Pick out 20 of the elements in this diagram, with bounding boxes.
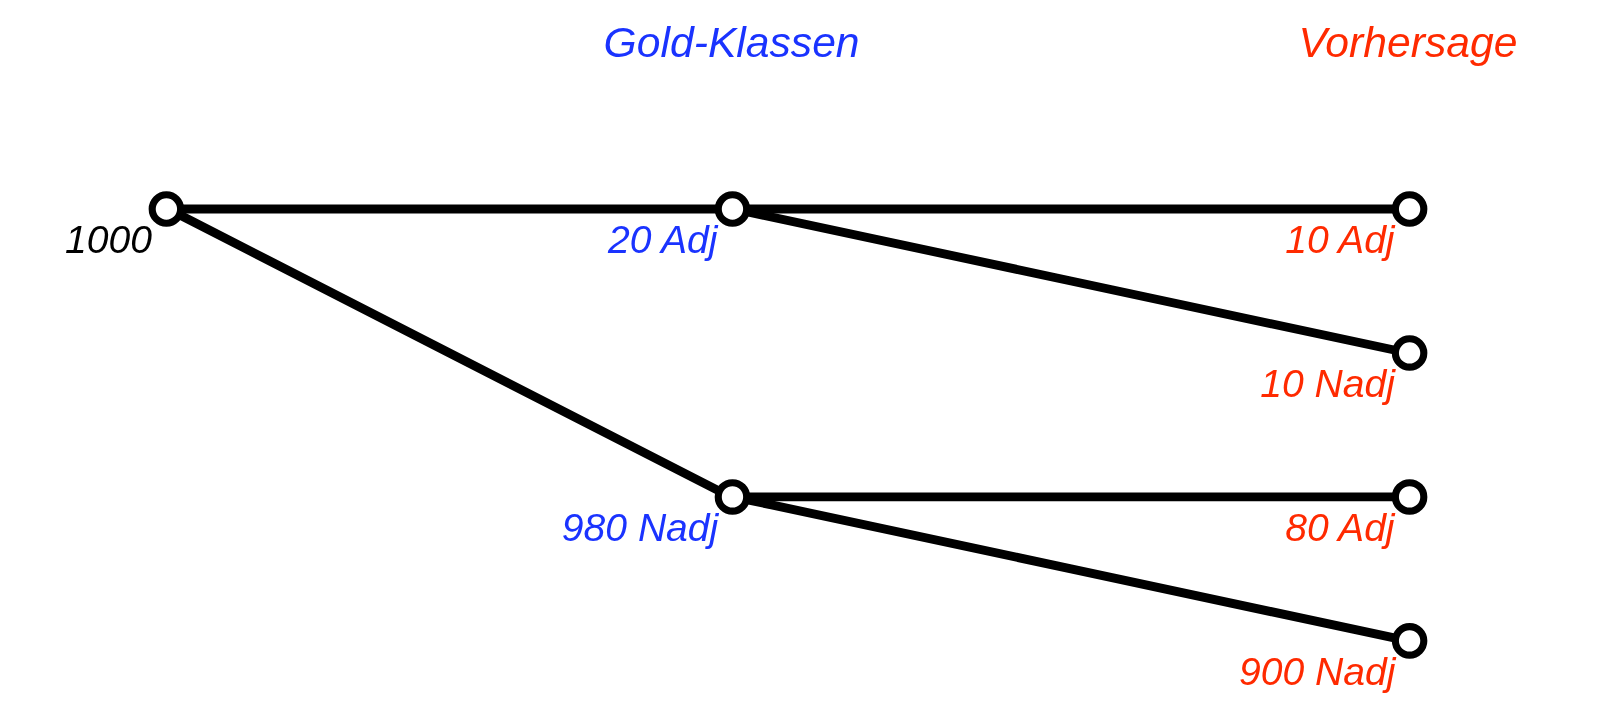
connector bbox=[181, 204, 719, 214]
node-label: 10 Nadj bbox=[1260, 361, 1396, 405]
node-label: 80 Adj bbox=[1285, 505, 1395, 549]
connector bbox=[747, 204, 1396, 214]
label: Vorhersage bbox=[1298, 17, 1518, 66]
node-circle bbox=[1391, 623, 1428, 659]
node-circle bbox=[1391, 335, 1428, 371]
node-label: 900 Nadj bbox=[1238, 649, 1396, 693]
node-circle bbox=[148, 191, 185, 227]
node-circle bbox=[1391, 191, 1428, 227]
node-circle bbox=[714, 479, 751, 515]
node-circle bbox=[1391, 479, 1428, 515]
connector bbox=[177, 210, 722, 496]
connector bbox=[747, 492, 1396, 502]
node-label: 20 Adj bbox=[608, 217, 718, 261]
node-label: 10 Adj bbox=[1285, 217, 1395, 261]
node-circle bbox=[714, 191, 751, 227]
node-label: 1000 bbox=[65, 217, 153, 261]
label: Gold-Klassen bbox=[603, 17, 860, 66]
node-label: 980 Nadj bbox=[561, 505, 719, 549]
